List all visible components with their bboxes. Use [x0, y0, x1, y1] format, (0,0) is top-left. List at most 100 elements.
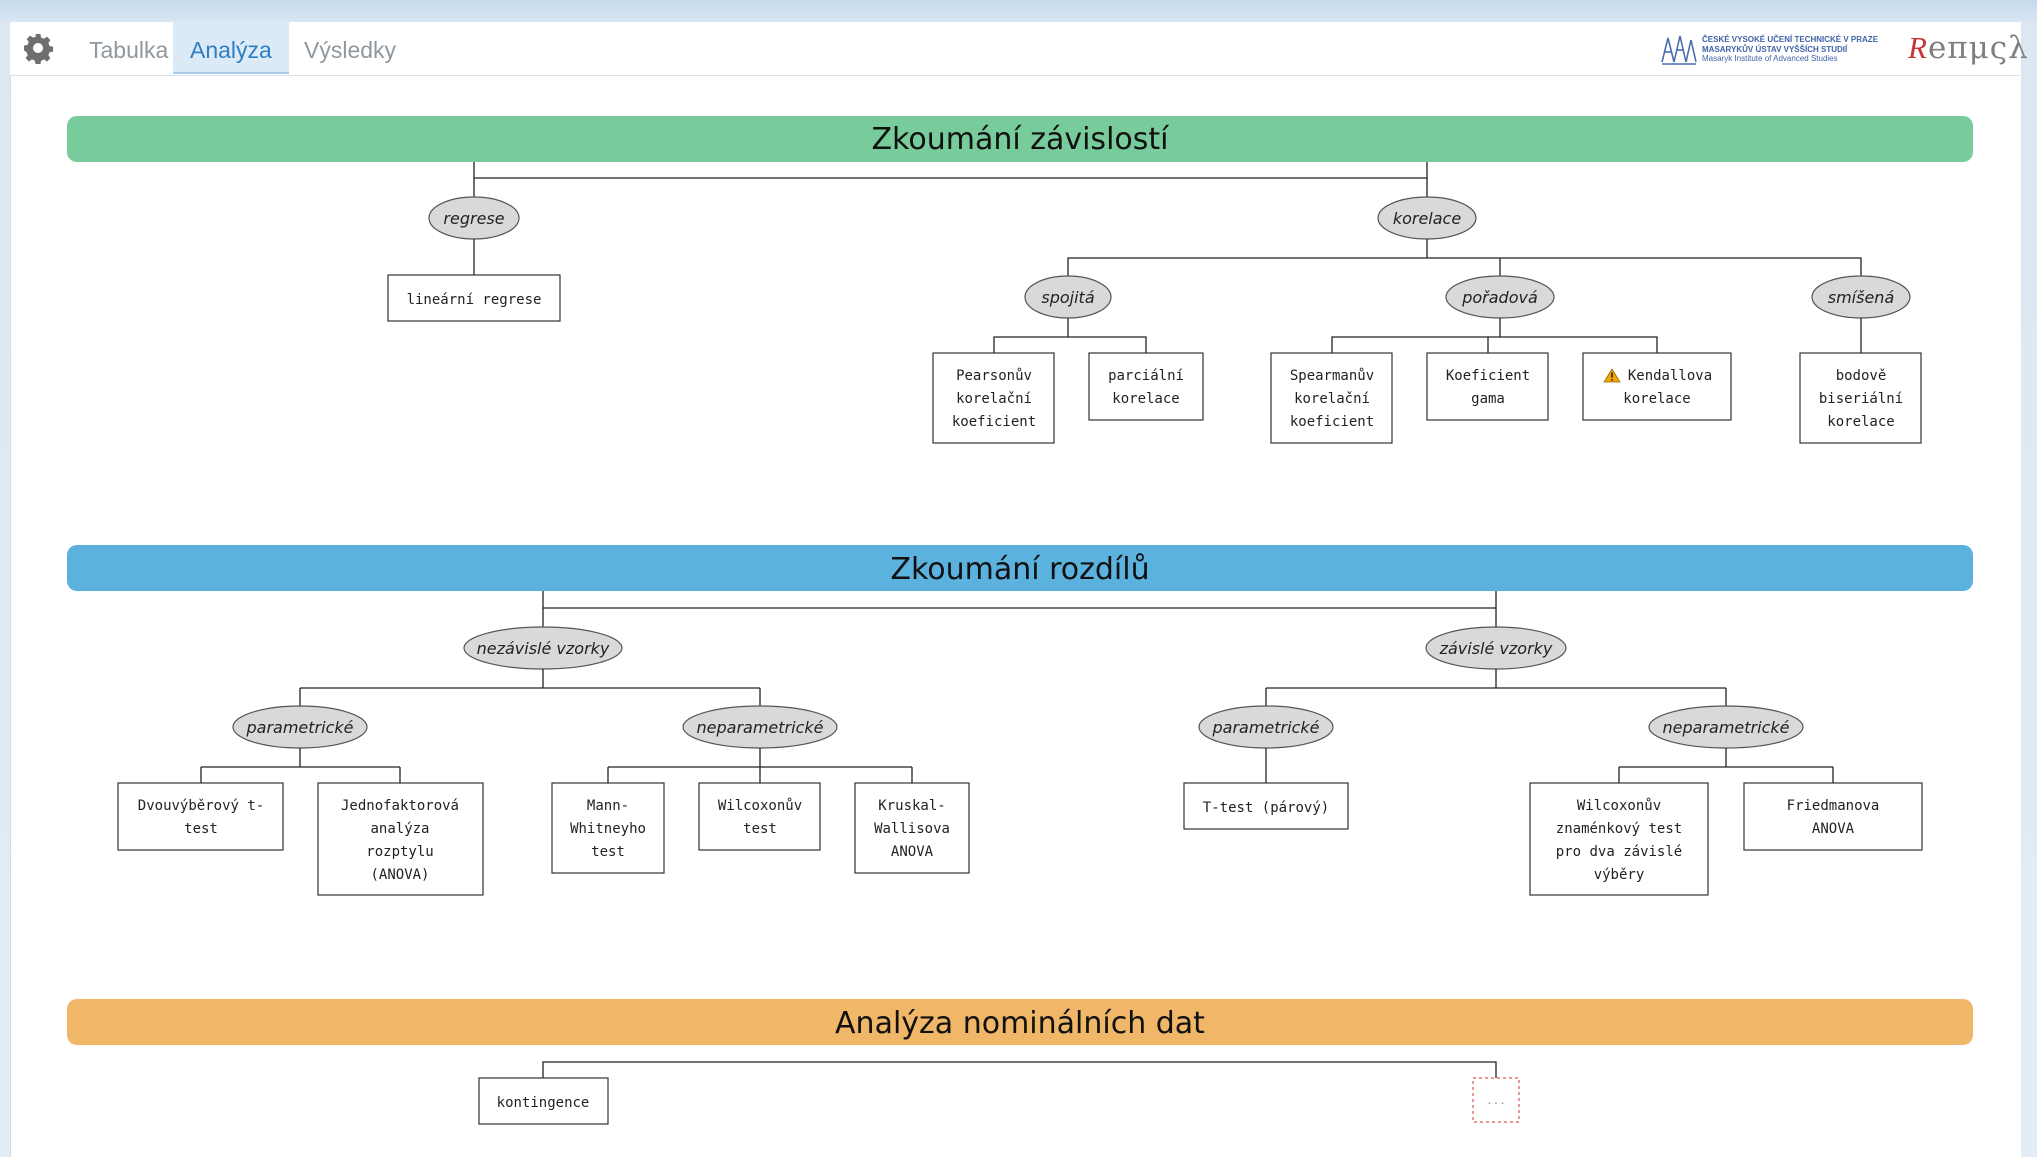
cvut-logo-line2: MASARYKŮV ÚSTAV VYŠŠÍCH STUDIÍ [1702, 44, 1848, 54]
leaf-kendall-line1: Kendallova [1628, 368, 1712, 384]
leaf-dvouvyberovy-t-test[interactable]: Dvouvýběrový t- test [117, 782, 284, 851]
section-title-dependencies: Zkoumání závislostí [872, 122, 1171, 157]
leaf-koeficient-gama[interactable]: Koeficient gama [1426, 352, 1549, 421]
rempsyc-logo-rest: eπμςλ [1927, 30, 2029, 66]
tab-tabulka[interactable]: Tabulka [89, 37, 169, 63]
leaf-wilcox-sign-line4: výběry [1594, 867, 1645, 883]
leaf-anova-line3: rozptylu [366, 844, 433, 860]
leaf-wilcoxonuv-test[interactable]: Wilcoxonův test [698, 782, 821, 851]
node-parametricke-nezavisle[interactable]: parametrické [232, 705, 368, 749]
leaf-kontingence[interactable]: kontingence [478, 1077, 609, 1125]
leaf-pearson[interactable]: Pearsonův korelační koeficient [932, 352, 1055, 444]
connector [542, 591, 1497, 609]
leaf-dvouvyber-line1: Dvouvýběrový t- [138, 798, 264, 814]
leaf-spearman[interactable]: Spearmanův korelační koeficient [1270, 352, 1393, 444]
leaf-linearni-regrese-label: lineární regrese [407, 292, 542, 308]
section-header-differences [67, 545, 1973, 591]
leaf-kruskal-line1: Kruskal- [878, 798, 945, 814]
node-nezavisle-vzorky[interactable]: nezávislé vzorky [463, 626, 623, 670]
node-neparametricke-1-label: neparametrické [697, 718, 824, 737]
leaf-friedmanova-anova[interactable]: Friedmanova ANOVA [1743, 782, 1923, 851]
tab-vysledky[interactable]: Výsledky [304, 37, 397, 63]
leaf-mann-line3: test [591, 844, 625, 860]
gear-icon[interactable] [22, 32, 54, 64]
node-neparametricke-nezavisle[interactable]: neparametrické [682, 705, 838, 749]
leaf-t-test-parovy[interactable]: T-test (párový) [1183, 782, 1349, 830]
leaf-spearman-line1: Spearmanův [1290, 368, 1374, 384]
node-parametricke-1-label: parametrické [246, 718, 354, 737]
leaf-wilcoxon-line1: Wilcoxonův [718, 798, 802, 814]
cvut-masaryk-institute-logo: ČESKÉ VYSOKÉ UČENÍ TECHNICKÉ V PRAZE MAS… [1660, 32, 1900, 66]
connector [299, 669, 761, 706]
node-smisena[interactable]: smíšená [1811, 275, 1911, 319]
connector [1265, 669, 1727, 706]
node-poradova-label: pořadová [1461, 288, 1538, 307]
section-title-nominal: Analýza nominálních dat [835, 1006, 1205, 1041]
connector [542, 608, 1497, 627]
leaf-kendall[interactable]: Kendallova korelace [1582, 352, 1732, 421]
node-zavisle-vzorky[interactable]: závislé vzorky [1425, 626, 1567, 670]
node-parametricke-zavisle[interactable]: parametrické [1198, 705, 1334, 749]
leaf-placeholder-label: ... [1486, 1094, 1506, 1107]
leaf-wilcox-sign-line3: pro dva závislé [1556, 844, 1682, 860]
leaf-ttest-label: T-test (párový) [1203, 800, 1329, 816]
node-regrese-label: regrese [443, 209, 504, 228]
node-parametricke-2-label: parametrické [1212, 718, 1320, 737]
leaf-biserial-line1: bodově [1836, 368, 1887, 384]
leaf-dvouvyber-line2: test [184, 821, 218, 837]
node-spojita-label: spojitá [1041, 288, 1094, 307]
leaf-parcialni-line2: korelace [1112, 391, 1179, 407]
connector [993, 318, 1147, 353]
leaf-parcialni-line1: parciální [1108, 368, 1184, 384]
rempsyc-logo-r: R [1908, 30, 1928, 65]
leaf-anova-line1: Jednofaktorová [341, 798, 459, 814]
cvut-emblem-icon [1661, 35, 1697, 65]
connector [200, 748, 401, 783]
leaf-pearson-line3: koeficient [952, 414, 1036, 430]
node-neparametricke-2-label: neparametrické [1663, 718, 1790, 737]
cvut-logo-line1: ČESKÉ VYSOKÉ UČENÍ TECHNICKÉ V PRAZE [1702, 35, 1879, 44]
leaf-gama-line1: Koeficient [1446, 368, 1530, 384]
node-neparametricke-zavisle[interactable]: neparametrické [1648, 705, 1804, 749]
leaf-pearson-line2: korelační [956, 391, 1032, 407]
leaf-biserial-line2: biseriální [1819, 391, 1903, 407]
connector [473, 178, 1428, 198]
leaf-spearman-line2: korelační [1294, 391, 1370, 407]
node-korelace-label: korelace [1393, 209, 1462, 228]
section-title-differences: Zkoumání rozdílů [890, 552, 1149, 587]
leaf-parcialni-korelace[interactable]: parciální korelace [1088, 352, 1204, 421]
leaf-wilcoxon-znamenkovy[interactable]: Wilcoxonův znaménkový test pro dva závis… [1529, 782, 1709, 896]
leaf-kontingence-label: kontingence [497, 1095, 590, 1111]
leaf-wilcox-sign-line1: Wilcoxonův [1577, 798, 1661, 814]
leaf-anova-line2: analýza [370, 821, 429, 837]
tab-analyza[interactable]: Analýza [173, 22, 289, 74]
leaf-kendall-line2: korelace [1623, 391, 1690, 407]
leaf-mann-line2: Whitneyho [570, 821, 646, 837]
leaf-anova-line4: (ANOVA) [370, 867, 429, 883]
leaf-kruskal-line3: ANOVA [891, 844, 934, 860]
node-poradova[interactable]: pořadová [1445, 275, 1555, 319]
section-header-nominal [67, 999, 1973, 1045]
rempsyc-logo: Reπμςλ [1908, 30, 2029, 66]
leaf-kruskal-wallis[interactable]: Kruskal- Wallisova ANOVA [854, 782, 970, 874]
connector [607, 748, 913, 783]
leaf-kruskal-line2: Wallisova [874, 821, 950, 837]
leaf-mann-whitney[interactable]: Mann- Whitneyho test [551, 782, 665, 874]
leaf-spearman-line3: koeficient [1290, 414, 1374, 430]
leaf-placeholder-more[interactable]: ... [1472, 1077, 1520, 1123]
leaf-friedman-line2: ANOVA [1812, 821, 1855, 837]
leaf-bodove-biserialni[interactable]: bodově biseriální korelace [1799, 352, 1922, 444]
leaf-mann-line1: Mann- [587, 798, 629, 814]
node-zavisle-label: závislé vzorky [1439, 639, 1553, 658]
leaf-anova[interactable]: Jednofaktorová analýza rozptylu (ANOVA) [317, 782, 484, 896]
warning-triangle-icon [1603, 368, 1621, 383]
section-header-dependencies [67, 116, 1973, 162]
top-navigation-bar: Tabulka Analýza Výsledky ČESKÉ VYSOKÉ UČ… [10, 22, 2028, 76]
connector [1067, 239, 1862, 276]
node-nezavisle-label: nezávislé vzorky [477, 639, 610, 658]
node-regrese[interactable]: regrese [428, 196, 520, 240]
node-spojita[interactable]: spojitá [1024, 275, 1112, 319]
node-korelace[interactable]: korelace [1377, 196, 1477, 240]
leaf-linearni-regrese[interactable]: lineární regrese [387, 274, 561, 322]
